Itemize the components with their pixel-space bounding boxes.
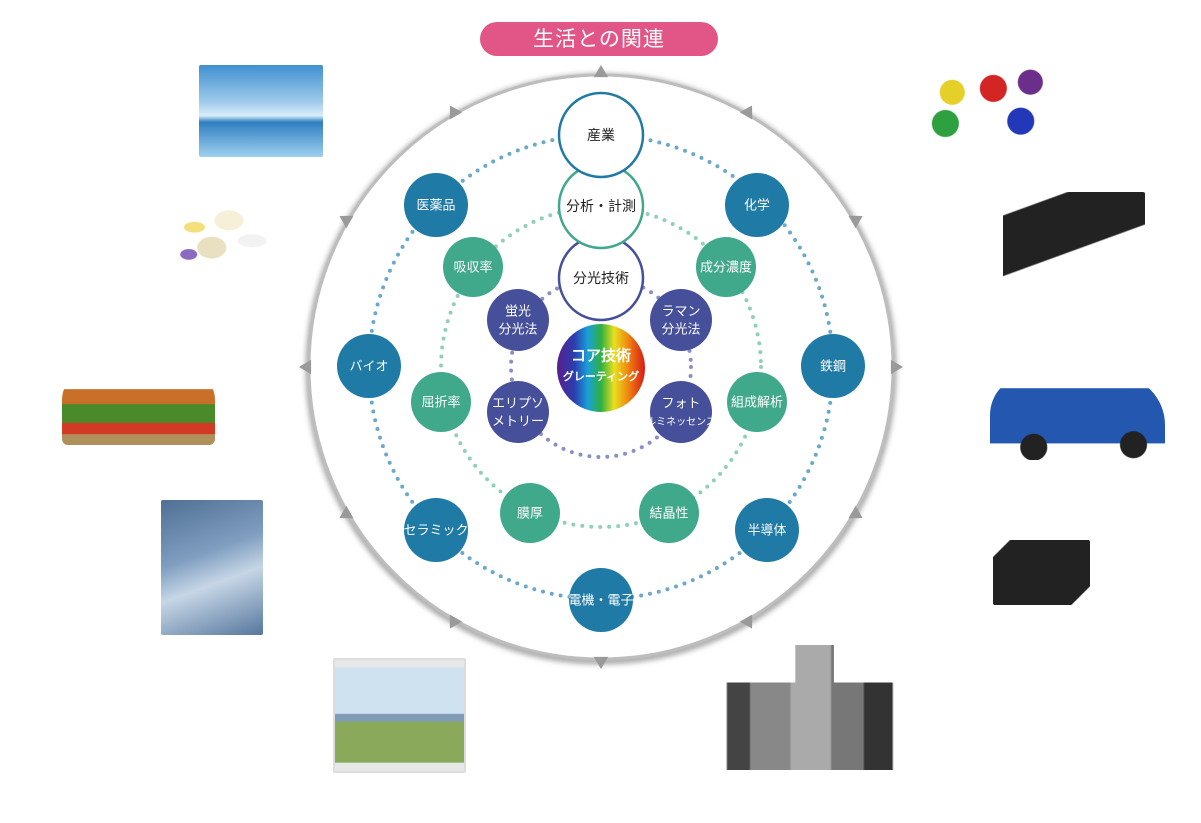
ring-tick-icon bbox=[593, 656, 609, 669]
industry-node-label: 電機・電子 bbox=[568, 594, 633, 609]
car-photo bbox=[990, 375, 1165, 460]
ring-tick-icon bbox=[449, 105, 463, 120]
core-title: コア技術 bbox=[571, 347, 631, 365]
industry-node: 電機・電子 bbox=[568, 568, 634, 632]
industry-node-label: 医薬品 bbox=[416, 199, 455, 214]
spectroscopy-node-label: エリプソ bbox=[492, 397, 544, 412]
spectroscopy-node-label: 分光法 bbox=[498, 323, 537, 338]
industry-node: 半導体 bbox=[735, 498, 799, 562]
analysis-node-label: 組成解析 bbox=[731, 396, 783, 411]
analysis-node: 結晶性 bbox=[639, 483, 699, 543]
industry-axis-node-label: 産業 bbox=[587, 128, 615, 144]
industry-node: 化学 bbox=[725, 173, 789, 237]
industry-node-label: セラミック bbox=[403, 524, 468, 539]
spectroscopy-node-label: 分光法 bbox=[661, 323, 700, 338]
analysis-node: 組成解析 bbox=[727, 372, 787, 432]
pills-photo bbox=[160, 200, 275, 268]
core-subtitle: グレーティング bbox=[563, 369, 639, 383]
analysis-node-label: 成分濃度 bbox=[700, 260, 752, 276]
ring-tick-icon bbox=[848, 215, 863, 229]
spectroscopy-axis-node-label: 分光技術 bbox=[573, 271, 629, 287]
window-photo bbox=[333, 658, 466, 773]
ring-tick-icon bbox=[739, 614, 753, 629]
analysis-node: 屈折率 bbox=[411, 372, 471, 432]
analysis-axis-node-label: 分析・計測 bbox=[566, 199, 636, 215]
industry-node-label: 鉄鋼 bbox=[820, 360, 846, 375]
spectroscopy-node-label: ルミネッセンス bbox=[646, 416, 716, 428]
industry-node: バイオ bbox=[337, 334, 401, 398]
ring-tick-icon bbox=[890, 359, 903, 375]
analysis-node: 成分濃度 bbox=[696, 237, 756, 297]
plastic-film-photo bbox=[161, 500, 263, 635]
water-photo bbox=[199, 65, 323, 157]
power-inverter-photo bbox=[1003, 192, 1145, 292]
ring-tick-icon bbox=[593, 65, 609, 78]
spectroscopy-node-label: 蛍光 bbox=[505, 305, 531, 320]
industry-node-label: 化学 bbox=[744, 198, 770, 214]
industry-node: セラミック bbox=[403, 498, 469, 562]
analysis-node-label: 結晶性 bbox=[649, 507, 688, 522]
ring-tick-icon bbox=[339, 215, 354, 229]
ring-tick-icon bbox=[848, 505, 863, 519]
analysis-node-label: 膜厚 bbox=[517, 507, 543, 522]
spectroscopy-axis-node: 分光技術 bbox=[557, 234, 645, 322]
ring-tick-icon bbox=[739, 105, 753, 120]
spectroscopy-node-label: ラマン bbox=[661, 305, 700, 320]
industry-node-label: 半導体 bbox=[747, 524, 786, 539]
ring-tick-icon bbox=[299, 359, 312, 375]
food-photo bbox=[62, 370, 215, 445]
industry-node: 医薬品 bbox=[404, 173, 468, 237]
spectroscopy-node-label: フォト bbox=[661, 397, 700, 412]
ring-tick-icon bbox=[339, 505, 354, 519]
analysis-node: 吸収率 bbox=[443, 237, 503, 297]
industry-node-label: バイオ bbox=[349, 360, 388, 375]
analysis-ring bbox=[439, 205, 763, 529]
industry-node: 鉄鋼 bbox=[801, 334, 865, 398]
paint-cans-photo bbox=[918, 65, 1055, 143]
analysis-node-label: 屈折率 bbox=[421, 395, 460, 411]
smartphone-photo bbox=[993, 540, 1090, 605]
title-pill: 生活との関連 bbox=[480, 22, 718, 56]
ring-tick-icon bbox=[449, 614, 463, 629]
spectroscopy-node-label: メトリー bbox=[492, 415, 544, 430]
analysis-node-label: 吸収率 bbox=[453, 260, 492, 276]
analysis-node: 膜厚 bbox=[500, 483, 560, 543]
industry-axis-node: 産業 bbox=[557, 91, 645, 179]
